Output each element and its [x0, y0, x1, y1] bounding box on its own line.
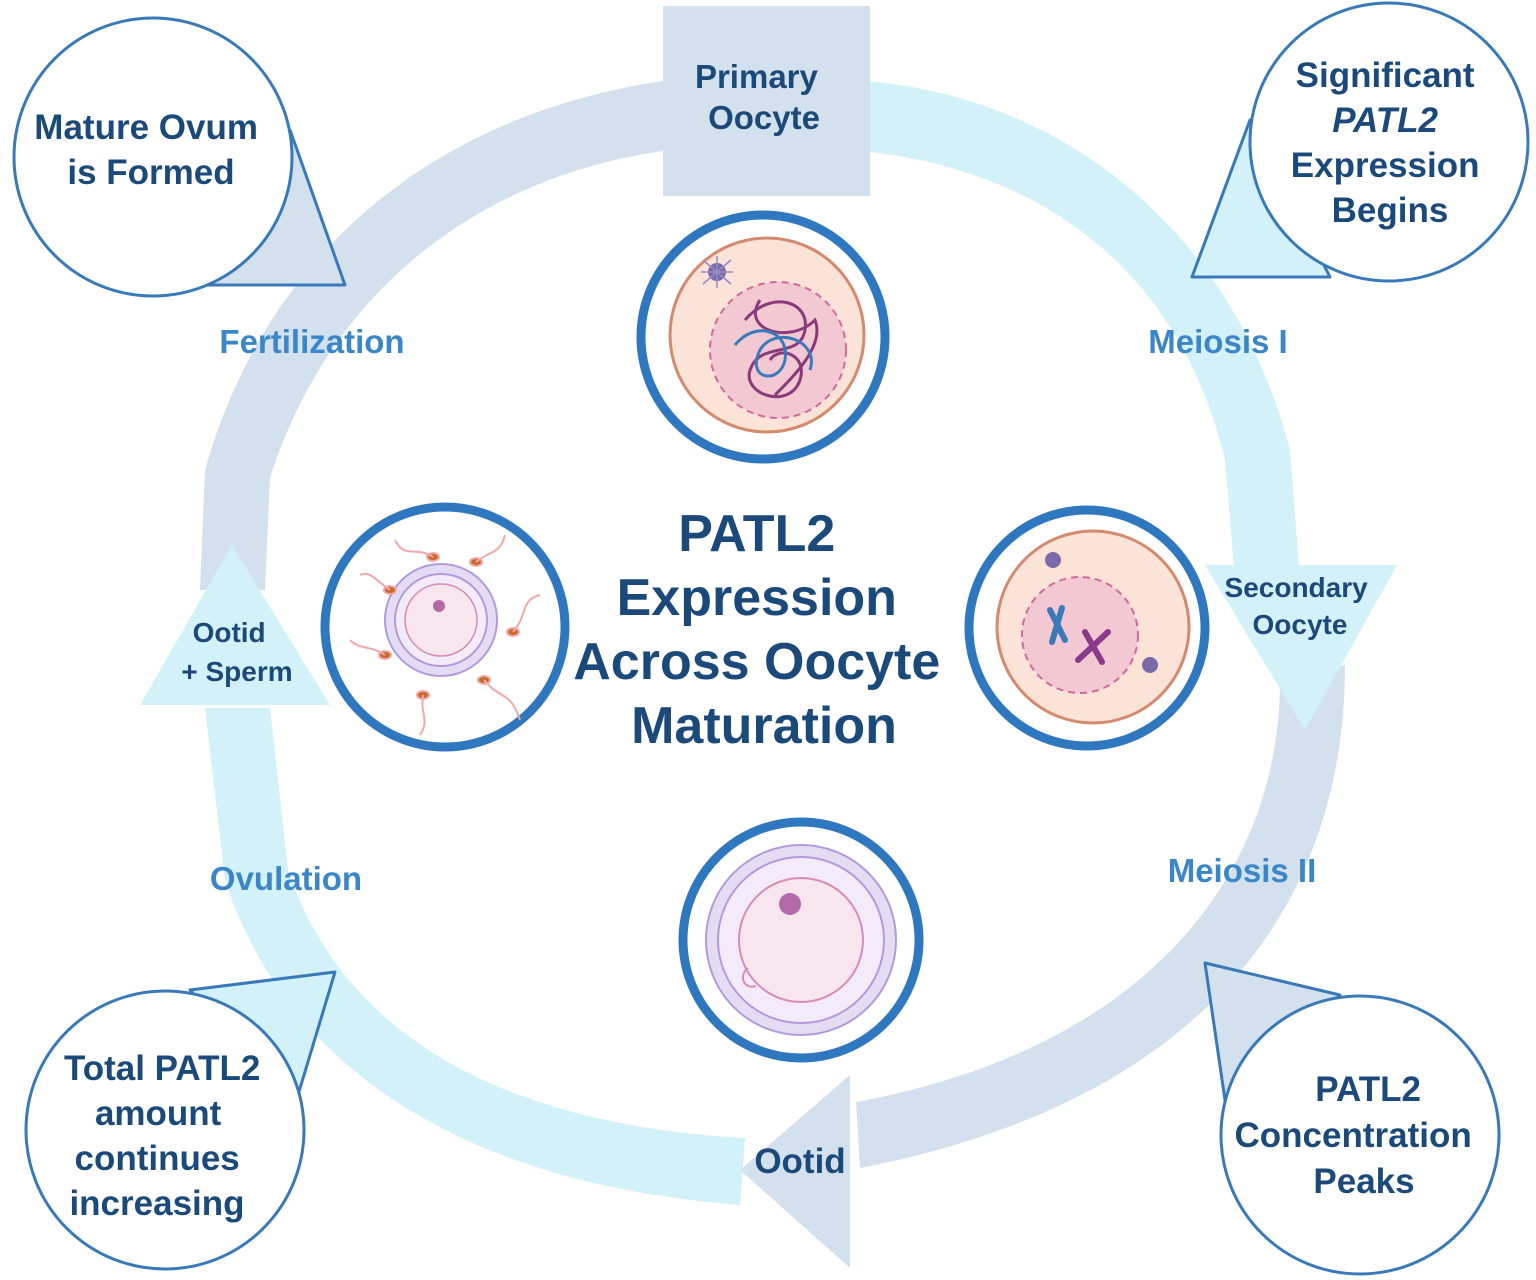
- callout-mature-ovum: [12, 16, 347, 298]
- callout-total-amount: [24, 970, 337, 1271]
- ootid-cell: [678, 817, 924, 1063]
- transition-meiosis-1: Meiosis I: [1148, 323, 1287, 360]
- stage-secondary-oocyte: Secondary Oocyte: [1225, 572, 1376, 640]
- main-title-line: Maturation: [631, 697, 897, 755]
- secondary-oocyte-arrowhead: [1205, 565, 1397, 730]
- primary-oocyte-box: [663, 6, 870, 196]
- callout-mature-ovum-circle: [12, 16, 294, 298]
- polar-body: [741, 967, 757, 988]
- ootid-sperm-cytoplasm: [404, 583, 478, 657]
- ring-segment-bottom-left: [205, 708, 745, 1205]
- callout-total-text: Total PATL2 amount continues increasing: [64, 1049, 270, 1223]
- ootid-cytoplasm: [738, 877, 864, 1003]
- transition-fertilization: Fertilization: [219, 323, 404, 360]
- stage-ootid-sperm: Ootid + Sperm: [181, 617, 292, 687]
- callout-significant-text: Significant PATL2 Expression Begins: [1291, 56, 1489, 230]
- callout-concentration-text: PATL2 Concentration Peaks: [1235, 1070, 1482, 1201]
- sperm-icon: [349, 534, 541, 736]
- chromosome-purple: [1075, 629, 1111, 665]
- ootid-sperm-arrowhead: [140, 545, 330, 705]
- centrosome-icon: [701, 256, 733, 288]
- main-title-line: Across Oocyte: [573, 633, 940, 691]
- callout-concentration-circle: [1219, 994, 1501, 1276]
- callout-concentration-peaks: [1203, 961, 1501, 1276]
- primary-oocyte-cell: [636, 210, 890, 464]
- ootid-sperm-cell: [320, 502, 570, 752]
- secondary-oocyte-nucleus: [1021, 576, 1139, 694]
- ootid-arrowhead: [740, 1075, 850, 1268]
- ring-segment-top-right: [850, 80, 1300, 580]
- callout-mature-ovum-text: Mature Ovum is Formed: [34, 108, 267, 192]
- ootid-sperm-nucleus: [433, 600, 445, 612]
- callout-significant-circle: [1248, 1, 1530, 283]
- chromosome-blue: [1047, 605, 1068, 645]
- main-title-line: Expression: [617, 569, 897, 627]
- main-title: PATL2 Expression Across Oocyte Maturatio…: [573, 505, 955, 755]
- stage-primary-oocyte: Primary Oocyte: [695, 58, 827, 136]
- primary-oocyte-chromatin: [743, 299, 819, 399]
- stage-ootid: Ootid: [754, 1142, 845, 1181]
- ootid-nucleus: [779, 893, 801, 915]
- centrosome-icon: [1045, 552, 1158, 673]
- primary-oocyte-chromatin-blue: [733, 329, 813, 378]
- transition-ovulation: Ovulation: [210, 860, 362, 897]
- callout-significant-expression: [1190, 1, 1530, 283]
- secondary-oocyte-cell: [964, 505, 1210, 751]
- transition-meiosis-2: Meiosis II: [1168, 852, 1317, 889]
- main-title-line: PATL2: [678, 505, 835, 563]
- callout-total-circle: [24, 989, 306, 1271]
- ring-segment-top-left: [200, 80, 670, 590]
